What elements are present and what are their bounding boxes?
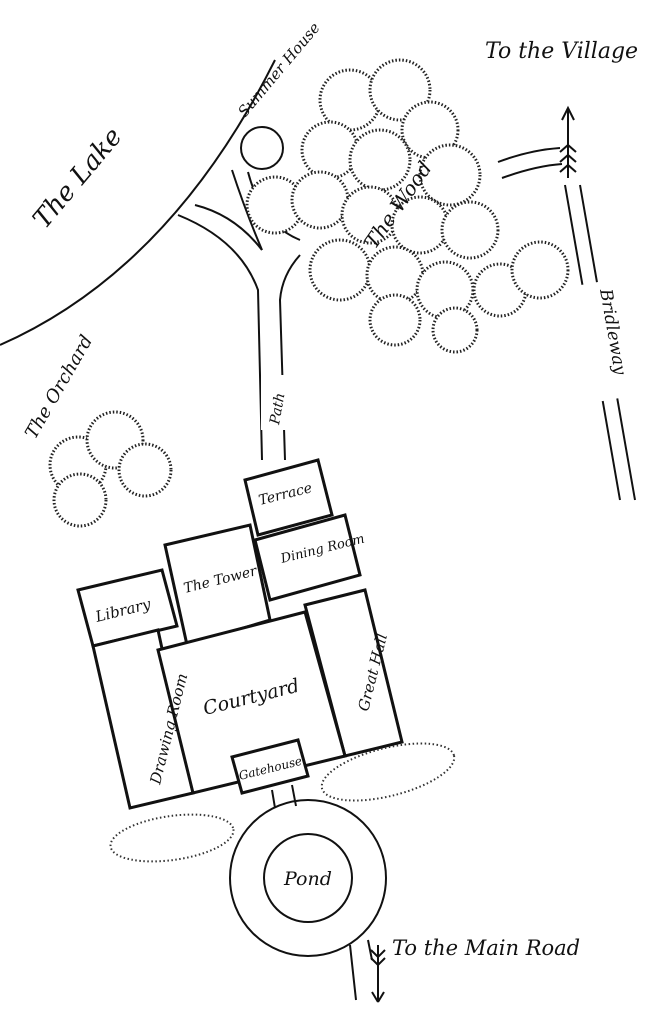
lake-shore xyxy=(0,59,276,346)
library[interactable] xyxy=(76,568,179,648)
village-label[interactable]: To the Village xyxy=(485,39,638,64)
dining-room[interactable] xyxy=(253,513,362,602)
wood xyxy=(245,58,570,354)
drive xyxy=(271,784,373,1001)
main-road-label[interactable]: To the Main Road xyxy=(392,936,580,960)
gatehouse[interactable] xyxy=(230,738,310,795)
summer-house-label: Summer House xyxy=(234,19,323,121)
lake-label: The Lake xyxy=(27,122,128,234)
orchard xyxy=(48,410,173,528)
village-track xyxy=(497,147,563,179)
village-arrow-icon xyxy=(559,105,577,178)
hedge-left xyxy=(109,813,235,863)
orchard-label: The Orchard xyxy=(21,332,97,443)
pond-label: Pond xyxy=(283,868,332,890)
hedge-right xyxy=(320,742,456,802)
main-road-arrow-icon xyxy=(370,945,386,1003)
terrace[interactable] xyxy=(243,458,334,537)
drive-circle xyxy=(229,799,387,957)
house xyxy=(76,458,404,810)
summer-house[interactable] xyxy=(240,126,284,170)
path-label: Path xyxy=(267,392,288,427)
pond[interactable] xyxy=(263,833,353,923)
